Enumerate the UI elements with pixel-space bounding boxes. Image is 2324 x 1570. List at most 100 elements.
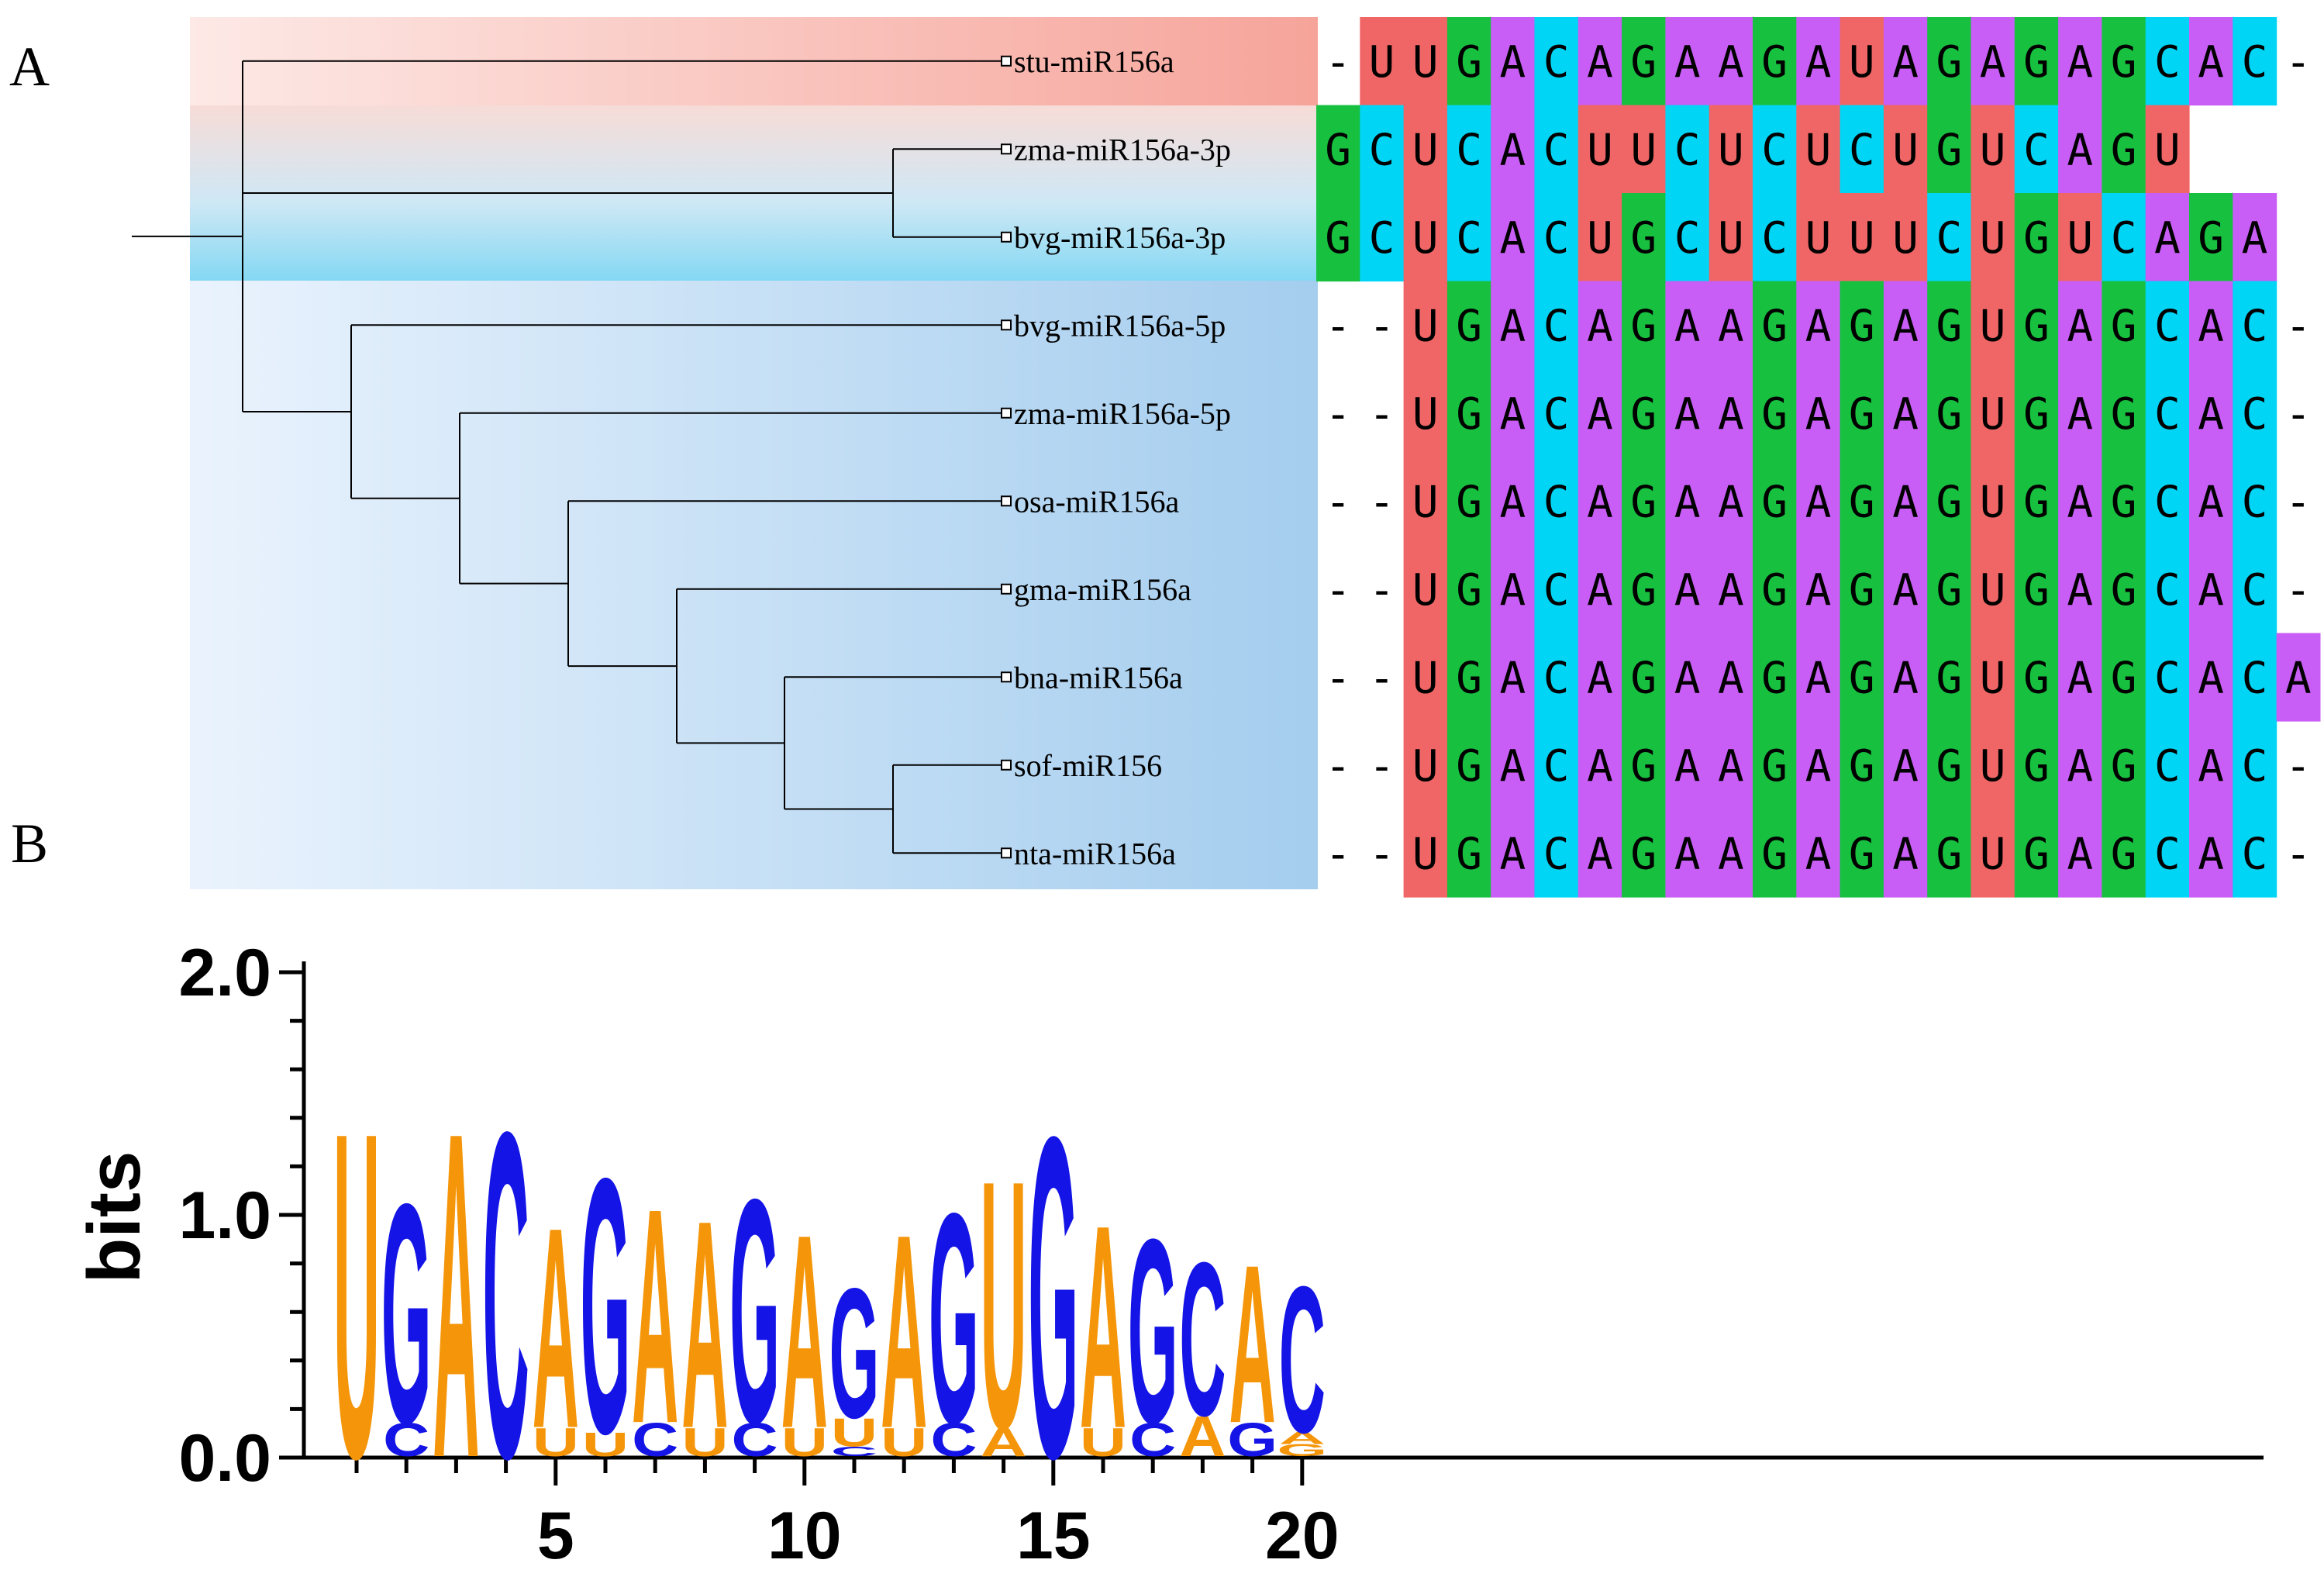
alignment-cell <box>1446 457 1491 546</box>
alignment-cell <box>2189 721 2233 810</box>
alignment-base: A <box>1674 565 1701 616</box>
alignment-cell <box>2145 369 2190 458</box>
alignment-gap: - <box>1325 565 1351 616</box>
alignment-base: U <box>1718 125 1744 175</box>
alignment-base: A <box>1499 829 1526 879</box>
leaf-label: bvg-miR156a-5p <box>1014 308 1226 343</box>
alignment-gap: - <box>1369 829 1395 879</box>
alignment-cell <box>1709 633 1753 722</box>
alignment-cell <box>2189 809 2233 898</box>
alignment-base: C <box>1543 125 1570 175</box>
alignment-base: G <box>1456 565 1482 616</box>
alignment-base: A <box>2067 301 2093 351</box>
alignment-cell <box>2145 281 2190 370</box>
alignment-cell <box>2102 281 2146 370</box>
alignment-base: C <box>1456 213 1482 264</box>
alignment-base: A <box>1718 565 1744 616</box>
x-tick-label: 15 <box>1016 1499 1091 1570</box>
alignment-cell <box>1622 369 1666 458</box>
alignment-base: G <box>1849 653 1875 703</box>
alignment-base: C <box>1936 213 1962 264</box>
alignment-cell <box>1709 545 1753 634</box>
alignment-cell <box>2233 281 2277 370</box>
alignment-base: G <box>2023 477 2050 527</box>
alignment-base: U <box>1980 213 2006 264</box>
alignment-base: G <box>1630 213 1657 264</box>
alignment-base: G <box>2023 37 2050 88</box>
alignment-cell <box>1577 369 1622 458</box>
y-tick-label: 1.0 <box>178 1178 271 1253</box>
alignment-base: A <box>1892 565 1919 616</box>
alignment-cell <box>2233 17 2277 106</box>
logo-letter-G: G <box>581 1103 631 1510</box>
alignment-base: C <box>1543 565 1570 616</box>
logo-letter-U: U <box>582 1426 629 1463</box>
alignment-base: G <box>2023 301 2050 351</box>
x-tick-label: 10 <box>767 1499 842 1570</box>
alignment-cell <box>1883 281 1928 370</box>
clade-highlight-blue <box>190 281 1318 889</box>
alignment-cell <box>2102 105 2146 194</box>
leaf-label: zma-miR156a-3p <box>1014 132 1231 167</box>
alignment-base: A <box>2067 37 2093 88</box>
alignment-base: G <box>1761 565 1788 616</box>
logo-letter-G: G <box>381 1139 432 1489</box>
alignment-base: G <box>1630 653 1657 703</box>
alignment-cell <box>1403 809 1448 898</box>
alignment-base: A <box>1499 477 1526 527</box>
alignment-base: A <box>1718 301 1744 351</box>
alignment-base: C <box>1543 389 1570 440</box>
alignment-base: U <box>1412 213 1439 264</box>
alignment-base: G <box>2111 125 2137 175</box>
alignment-cell <box>1840 633 1884 722</box>
alignment-cell <box>1534 545 1579 634</box>
logo-letter-G: G <box>929 1152 979 1486</box>
alignment-cell <box>1840 369 1884 458</box>
alignment-base: A <box>1674 389 1701 440</box>
y-tick-label: 0.0 <box>178 1421 271 1496</box>
alignment-cell <box>2233 809 2277 898</box>
alignment-base: A <box>1587 565 1613 616</box>
alignment-base: A <box>1718 653 1744 703</box>
alignment-cell <box>1665 809 1710 898</box>
alignment-cell <box>1665 281 1710 370</box>
alignment-base: U <box>1892 125 1919 175</box>
alignment-cell <box>2145 457 2190 546</box>
alignment-base: G <box>1456 37 1482 88</box>
alignment-base: G <box>2023 653 2050 703</box>
alignment-base: G <box>2023 389 2050 440</box>
leaf-marker <box>1001 319 1012 331</box>
logo-letter-G: G <box>1227 1414 1278 1467</box>
alignment-base: G <box>1456 653 1482 703</box>
alignment-cell <box>1665 193 1710 282</box>
alignment-base: U <box>1412 389 1439 440</box>
logo-letter-C: C <box>632 1414 678 1467</box>
alignment-gap: - <box>1369 389 1395 440</box>
alignment-base: G <box>1630 477 1657 527</box>
leaf-label: bna-miR156a <box>1014 660 1183 695</box>
alignment-cell <box>1577 105 1622 194</box>
alignment-cell <box>1971 17 2015 106</box>
alignment-cell <box>2189 633 2233 722</box>
alignment-base: A <box>1805 37 1832 88</box>
logo-letter-A: A <box>1179 1404 1226 1468</box>
alignment-cell <box>1840 281 1884 370</box>
alignment-cell <box>2014 369 2059 458</box>
alignment-base: C <box>1543 37 1570 88</box>
alignment-cell <box>1883 105 1928 194</box>
alignment-cell <box>1709 721 1753 810</box>
alignment-cell <box>1709 369 1753 458</box>
alignment-base: U <box>1849 213 1875 264</box>
alignment-cell <box>2102 369 2146 458</box>
leaf-label: nta-miR156a <box>1014 836 1176 871</box>
alignment-gap: - <box>1369 741 1395 792</box>
alignment-cell <box>1622 457 1666 546</box>
alignment-base: A <box>1805 477 1832 527</box>
alignment-cell <box>1840 545 1884 634</box>
alignment-base: G <box>2111 741 2137 792</box>
alignment-base: A <box>1499 37 1526 88</box>
leaf-label: bvg-miR156a-3p <box>1014 220 1226 255</box>
alignment-base: U <box>1412 829 1439 879</box>
alignment-base: G <box>1630 389 1657 440</box>
